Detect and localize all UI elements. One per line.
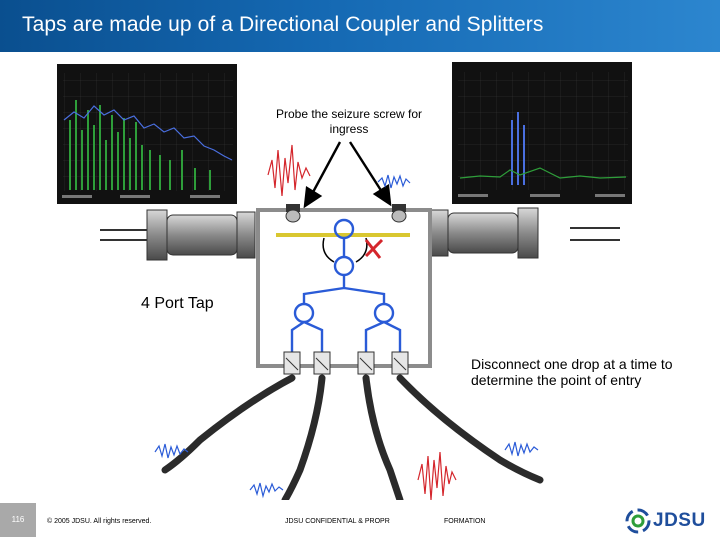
connector-left [146,209,275,261]
disconnect-callout: Disconnect one drop at a time to determi… [471,356,673,388]
copyright: © 2005 JDSU. All rights reserved. [47,518,152,525]
callout-arrows [303,141,392,209]
logo-text: JDSU [653,510,706,531]
drop-cables [161,374,544,500]
spectrum-display-left [57,64,237,204]
footer: 116 © 2005 JDSU. All rights reserved. JD… [0,500,720,540]
drop-ports [283,351,409,375]
splitter-circuit [290,218,402,352]
jdsu-logo-icon [625,508,651,534]
hardline-cables [100,227,620,241]
confidential-notice: JDSU CONFIDENTIAL & PROPR [285,518,390,525]
page-number: 116 [0,503,36,537]
tap-label: 4 Port Tap [141,295,214,312]
title-bar: Taps are made up of a Directional Couple… [0,0,720,52]
noise-waveforms [154,144,539,500]
tap-diagram [57,62,632,500]
jdsu-logo: JDSU [625,508,705,534]
probe-callout: Probe the seizure screw for ingress [275,107,423,136]
seizure-screw-right [391,204,407,223]
slide-title: Taps are made up of a Directional Couple… [22,13,544,36]
ingress-marker-icon [364,238,384,259]
seizure-screw-left [285,204,301,223]
confidential-notice-tail: FORMATION [444,518,486,525]
spectrum-display-right [452,62,632,204]
